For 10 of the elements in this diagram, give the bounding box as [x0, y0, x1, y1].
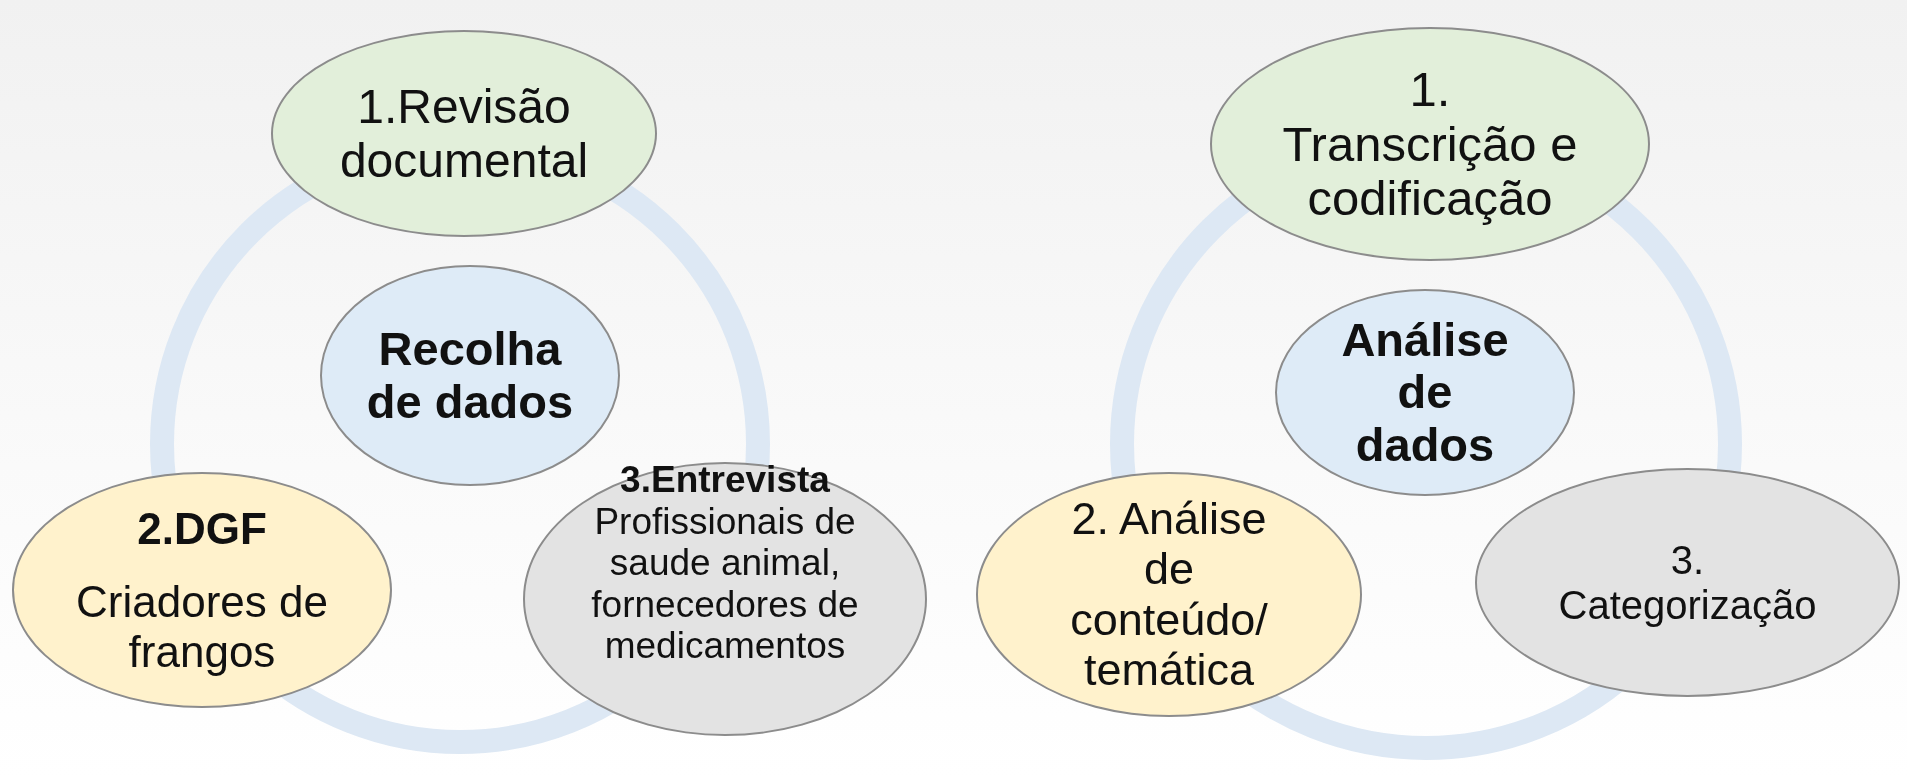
node-text: 1. Transcrição e codificação [1281, 61, 1579, 227]
node-text: 2.DGF [136, 504, 268, 554]
node-text: 3. Categorização [1557, 537, 1818, 628]
node-text: Criadores de frangos [75, 577, 329, 676]
node-text: 1.Revisão documental [338, 79, 590, 188]
node-text: Recolha de dados [365, 322, 575, 429]
node-text: Profissionais de saude animal, fornecedores de medicamentos [590, 500, 860, 667]
node-text: Análise de dados [1340, 313, 1510, 472]
node-text: 2. Análise de conteúdo/ temática [1069, 493, 1269, 696]
node-text: 3.Entrevista [619, 459, 831, 501]
